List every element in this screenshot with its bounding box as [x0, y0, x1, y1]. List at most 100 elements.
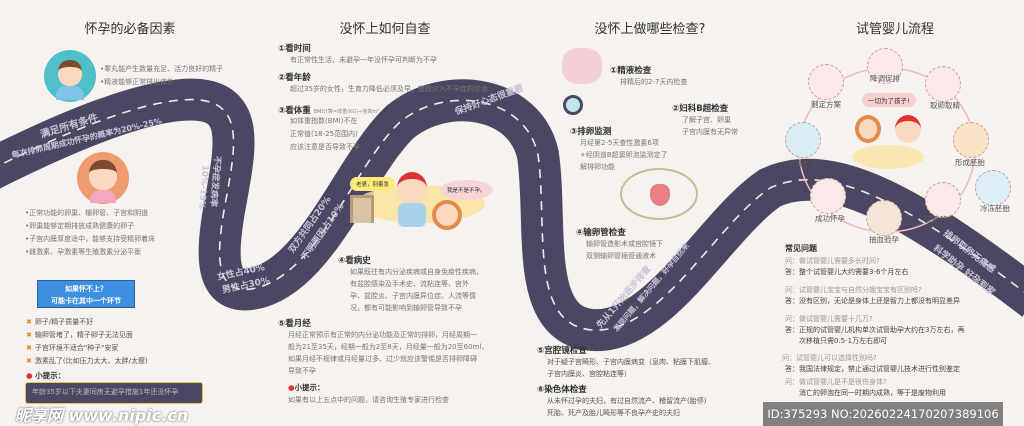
faq-question: 问：做试管婴儿需要多长时间?: [785, 257, 880, 265]
x-icon: ✖: [26, 357, 32, 365]
speech-bubble-wife: 我是不是不孕。: [440, 180, 493, 200]
ivf-step-label: 成功怀孕: [815, 214, 845, 223]
section-title-self-check: 没怀上如何自查: [339, 22, 431, 37]
exam-item-body: 双侧输卵管插管通液术: [586, 252, 656, 260]
exam-item-body: 输卵管造影术或宫腔镜下: [586, 240, 663, 248]
tip-label: ●小提示：: [288, 383, 325, 392]
ivf-step-icon: [785, 122, 821, 158]
table-icon: [350, 195, 374, 223]
husband-body: [398, 203, 426, 227]
ivf-step-icon: [925, 182, 961, 218]
faq-question: 问：做试管婴儿是不是很伤身体?: [785, 378, 887, 386]
male-organ-illustration: [562, 48, 602, 84]
husband-illustration: [895, 115, 921, 143]
check-item-body: 孕、盆腔炎、子宫内膜异位症、人流等情: [350, 292, 476, 300]
faq-answer: 答：整个试管婴儿大约需要3-6个月左右: [785, 268, 909, 276]
ivf-step-label: 形成胚胎: [955, 158, 985, 167]
illustration-floor: [852, 145, 924, 169]
dot-icon: ●: [288, 383, 295, 392]
x-icon: ✖: [26, 344, 32, 352]
ivf-step-icon: [867, 48, 903, 84]
check-item-body: 月经正常预示有正常的内分泌功能及正常的排卵，月经周期一: [288, 331, 477, 339]
faq-question: 问：做试管婴儿需要十几万?: [785, 315, 873, 323]
problem-item: ✖激素乱了(比如压力太大、太胖/太瘦): [26, 357, 148, 365]
faq-answer: 答：正规的试管婴儿机构单次试管助孕大约在3万左右，再: [785, 326, 965, 334]
x-icon: ✖: [26, 318, 32, 326]
husband-illustration: [397, 172, 427, 204]
check-item-body: 如果既往有内分泌疾病或自身免疫性疾病，: [350, 268, 483, 276]
check-item-head: ⑤看月经: [278, 319, 311, 329]
check-item-body: 般为21至35天，经期一般为2至8天，月经量一般为20至60ml，: [288, 343, 489, 351]
problem-item: ✖子宫环境不适合"种子"安家: [26, 344, 119, 352]
male-point: •精液能够正常排出体外: [100, 78, 175, 86]
callout-box: 如果怀不上？ 可能卡在其中一个环节: [37, 280, 135, 308]
exam-item-head: ③排卵监测: [570, 127, 612, 137]
exam-item-head: ⑥染色体检查: [537, 385, 587, 395]
exam-item-body: 从未怀过孕的夫妇，有过自然流产、稽留流产(胎停): [547, 397, 707, 405]
ivf-step-label: 抽血验孕: [869, 235, 899, 244]
faq-answer: 答：我国法律规定，禁止通过试管婴儿技术进行性别鉴定: [785, 365, 960, 373]
check-item-head: ②看年龄: [278, 73, 311, 83]
faq-answer: 答：没有区别，无论是身体上还是智力上都没有明显差异: [785, 297, 960, 305]
callout-line: 如果怀不上？: [65, 285, 107, 293]
watermark-logo: 昵享网 www.nipic.cn: [15, 406, 189, 425]
ivf-step-icon: [808, 64, 844, 100]
check-item-body: 况，都有可能影响到输卵管导致不孕: [350, 304, 462, 312]
tip-box: 年龄35岁以下夫妻同房无避孕措施1年还没怀孕: [25, 382, 203, 404]
faq-title: 常见问题: [785, 244, 817, 253]
ivf-step-label: 冷冻胚胎: [980, 204, 1010, 213]
exam-item-body: 子宫内膜有无异常: [682, 128, 738, 136]
wife-illustration: [855, 115, 881, 143]
female-point: •卵巢能够定期排放成熟健康的卵子: [25, 222, 135, 230]
faq-answer: 次移植只需0.5-1万左右即可: [785, 337, 888, 345]
check-item-head: ③看体重 BMI计算=体重(KG)÷身高m²: [278, 106, 380, 116]
faq-question: 问：试管婴儿可以选择性别吗?: [782, 354, 877, 362]
ivf-step-label: 全面检查: [788, 159, 818, 168]
check-item-head: ④看病史: [338, 256, 371, 266]
check-item-body: 导致不孕: [288, 367, 316, 375]
tip-text: 如果有以上五点中的问题，请咨询生殖专家进行检查: [288, 396, 449, 404]
exam-item-body: 月经第2-5天查性激素6项: [580, 139, 659, 147]
tip-label: ● 小提示：: [26, 371, 66, 380]
exam-item-head: ②妇科B超检查: [672, 104, 729, 114]
ivf-step-icon: [975, 170, 1011, 206]
problem-item: ✖输卵管堵了，精子卵子无法见面: [26, 331, 133, 339]
exam-item-body: 解排卵功能: [580, 163, 615, 171]
speech-bubble-husband: 老婆，别着急: [350, 177, 396, 191]
check-item-body: 如果月经不规律或月经量过多、过少就应该警惕是否排卵障碍: [288, 355, 477, 363]
female-avatar: [77, 152, 129, 204]
male-point: •睾丸能产生数量充足、活力良好的精子: [100, 65, 224, 73]
section-title-pregnancy-factors: 怀孕的必备因素: [84, 22, 176, 37]
exam-item-head: ⑤宫腔镜检查: [537, 346, 587, 356]
female-point: •雌激素、孕激素等生殖激素分泌平衡: [25, 248, 142, 256]
ivf-step-label: 制定方案: [811, 100, 841, 109]
ivf-step-label: 胚胎移植: [925, 215, 955, 224]
ivf-step-label: 降调促排: [870, 74, 900, 83]
callout-line: 可能卡在其中一个环节: [51, 297, 121, 305]
check-item-body: 有盆腔感染及手术史、流粘连等、宫外: [350, 280, 469, 288]
exam-item-body: 了解子宫、卵巢: [682, 116, 731, 124]
wife-illustration: [432, 200, 462, 230]
exam-item-body: 子宫内膜炎、宫腔粘连等）: [547, 370, 631, 378]
exam-item-head: ④输卵管检查: [576, 228, 626, 238]
exam-item-body: 对于疑子宫畸形、子宫内膜病变（息肉、粘膜下肌瘤、: [547, 358, 715, 366]
check-item-body: 有正常性生活，未避孕一年没怀孕可判断为不孕: [290, 56, 437, 64]
section-title-examinations: 没怀上做哪些检查?: [594, 22, 706, 37]
exam-item-body: 排精后的2-7天内检查: [620, 78, 688, 86]
male-avatar: [44, 50, 96, 102]
ivf-speech-bubble: 一切为了孩子!: [862, 93, 916, 107]
x-icon: ✖: [26, 331, 32, 339]
magnifier-icon: [563, 95, 583, 115]
check-item-head: ①看时间: [278, 44, 311, 54]
female-point: •子宫内膜厚度适中，能够支持受精卵着床: [25, 235, 156, 243]
faq-answer: 消亡的卵泡在同一时期内成熟，等于是废物利用: [785, 389, 946, 397]
exam-item-body: 死胎、死产及胎儿畸形等不良孕产史的夫妇: [547, 409, 680, 417]
exam-item-body: +经阴道B超窦卵泡监测定了: [580, 151, 668, 159]
ivf-step-icon: [810, 178, 846, 214]
check-item-body: 正常值(18-25范围内): [290, 130, 358, 138]
watermark-id: ID:375293 NO:20260224170207389106: [763, 402, 1003, 426]
ivf-step-label: 取卵取精: [930, 101, 960, 110]
section-title-ivf-process: 试管婴儿流程: [855, 22, 935, 37]
check-item-body: 超过35岁的女性，生育力降低必须及早，提前介入不孕症的诊治: [290, 85, 488, 93]
